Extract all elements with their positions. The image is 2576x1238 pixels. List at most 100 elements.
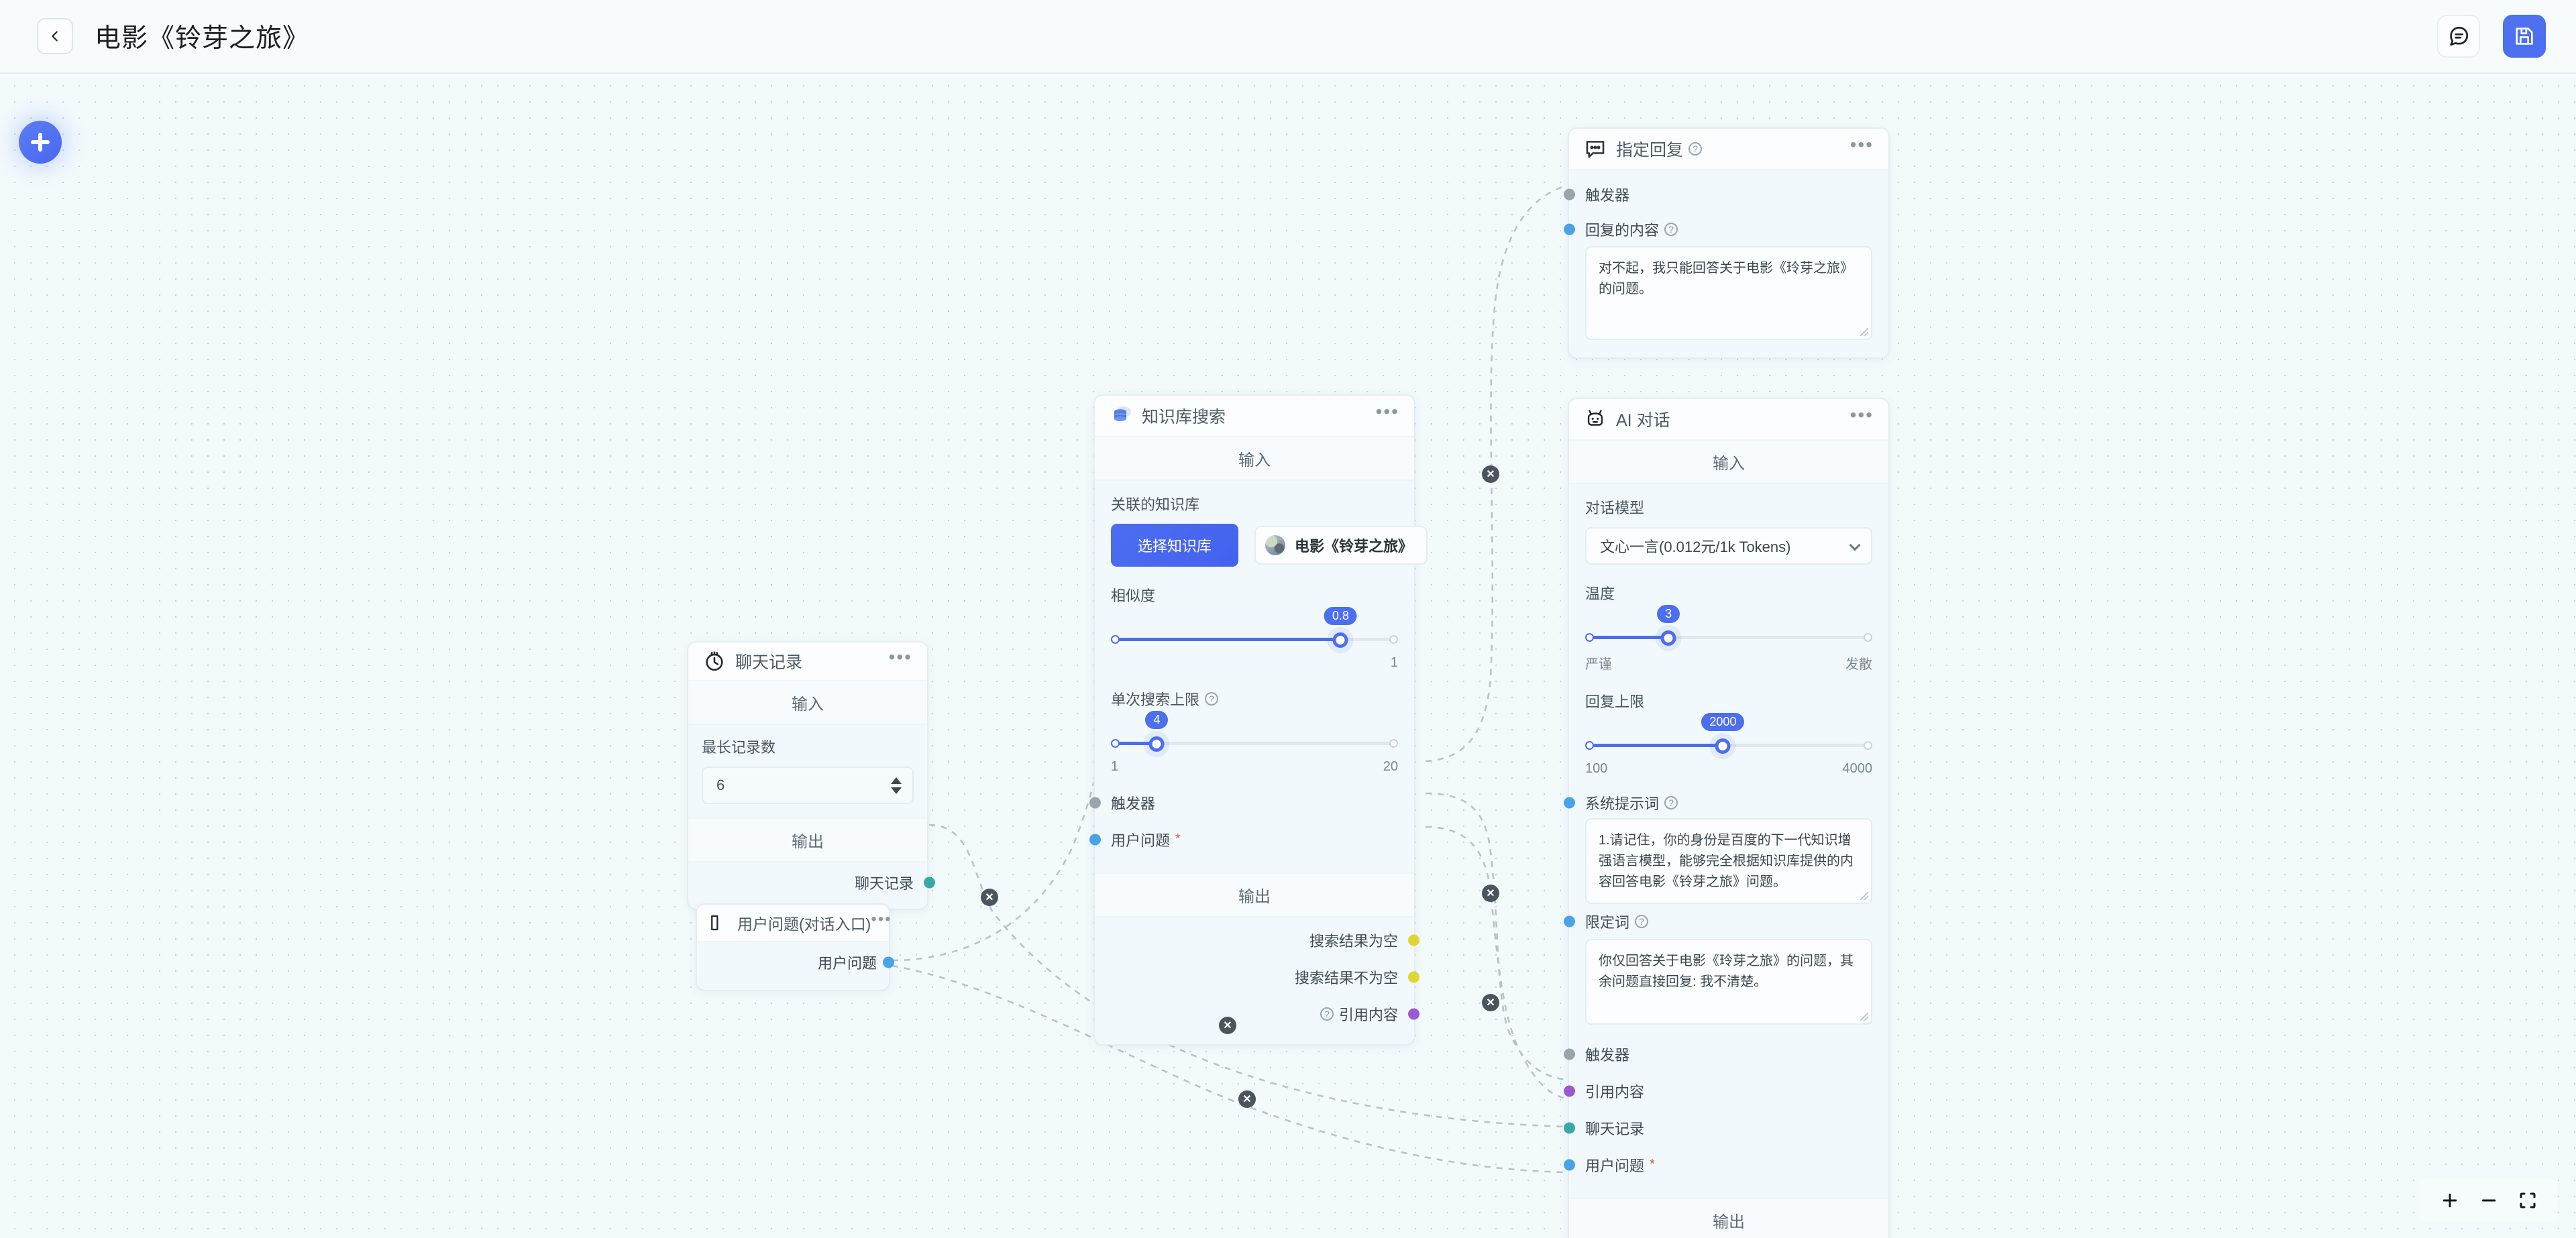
port-dot-chat-history[interactable] [1564, 1122, 1575, 1133]
workflow-canvas[interactable]: ✕ ✕ ✕ ✕ ✕ ✕ 指定回复 ? ••• 触发器 回复的内容 [0, 74, 2576, 1238]
stepper-up-icon[interactable] [891, 777, 902, 784]
node-title: AI 对话 [1616, 411, 1670, 430]
port-trigger[interactable]: 触发器 [1564, 176, 1872, 213]
node-title: 指定回复 [1616, 141, 1684, 160]
port-quote-content[interactable]: ? 引用内容 [1111, 995, 1419, 1032]
edge-layer [892, 184, 1567, 1174]
port-label: 聊天记录 [1585, 1120, 1645, 1137]
port-user-question[interactable]: 用户问题 * [1089, 821, 1398, 858]
system-prompt-help-icon[interactable]: ? [1664, 796, 1678, 809]
temperature-knob[interactable] [1660, 630, 1676, 646]
system-prompt-textarea[interactable]: 1.请记住，你的身份是百度的下一代知识增强语言模型，能够完全根据知识库提供的内容… [1585, 818, 1872, 904]
port-chat-history[interactable]: 聊天记录 [1564, 1109, 1872, 1146]
port-dot-user-question-out[interactable] [883, 956, 894, 968]
node-chat-history[interactable]: 聊天记录 ••• 输入 最长记录数 6 输出 聊天记录 [687, 641, 935, 910]
max-records-stepper[interactable]: 6 [702, 767, 914, 804]
fit-to-screen-button[interactable] [2513, 1186, 2542, 1215]
port-dot-result-empty[interactable] [1408, 934, 1419, 946]
port-dot-trigger[interactable] [1564, 188, 1575, 200]
maxtokens-value-bubble: 2000 [1701, 713, 1745, 731]
port-label: 用户问题 [1585, 1157, 1645, 1174]
port-chat-history-out[interactable]: 聊天记录 [702, 864, 935, 901]
edge-delete-kb-notempty-to-ai-trigger[interactable]: ✕ [1482, 885, 1499, 902]
node-menu-button[interactable]: ••• [871, 910, 892, 928]
node-menu-button[interactable]: ••• [1375, 401, 1399, 422]
port-limit-word[interactable]: 限定词 ? [1564, 904, 1872, 939]
knowledge-base-chip[interactable]: 电影《铃芽之旅》 [1254, 526, 1428, 565]
port-dot-trigger[interactable] [1564, 1048, 1575, 1060]
port-dot-limit-word[interactable] [1564, 915, 1575, 927]
port-dot-quote-content[interactable] [1564, 1085, 1575, 1096]
port-dot-reply-content[interactable] [1564, 223, 1575, 235]
edge-delete-user-question-to-kb[interactable]: ✕ [1219, 1017, 1236, 1034]
edge-delete-kb-quote-to-ai-quote[interactable]: ✕ [1482, 994, 1499, 1011]
edge-delete-user-question-to-ai[interactable]: ✕ [1238, 1090, 1256, 1108]
node-menu-button[interactable]: ••• [1849, 404, 1874, 425]
select-knowledge-base-button[interactable]: 选择知识库 [1111, 524, 1239, 567]
port-dot-trigger[interactable] [1089, 797, 1101, 808]
title-help-icon[interactable]: ? [1688, 142, 1703, 156]
edge-delete-kb-empty-to-specified-reply[interactable]: ✕ [1482, 465, 1499, 483]
similarity-knob[interactable] [1332, 632, 1348, 648]
node-menu-button[interactable]: ••• [1849, 134, 1874, 155]
limit-knob[interactable] [1148, 736, 1165, 752]
model-select[interactable]: 文心一言(0.012元/1k Tokens) [1585, 527, 1872, 565]
reply-content-help-icon[interactable]: ? [1664, 223, 1678, 236]
node-header: AI 对话 ••• [1569, 399, 1888, 441]
required-mark: * [1650, 1157, 1655, 1172]
port-trigger[interactable]: 触发器 [1564, 1035, 1872, 1072]
port-user-question[interactable]: 用户问题 * [1564, 1146, 1872, 1183]
port-trigger[interactable]: 触发器 [1089, 784, 1398, 821]
reply-content-textarea[interactable]: 对不起，我只能回答关于电影《玲芽之旅》的问题。 [1585, 246, 1872, 340]
node-menu-button[interactable]: ••• [888, 646, 912, 667]
node-knowledge-search[interactable]: 知识库搜索 ••• 输入 关联的知识库 选择知识库 电影《铃芽之旅》 相似度 0… [1089, 394, 1428, 1046]
temperature-slider[interactable]: 3 [1585, 605, 1872, 649]
limit-label: 单次搜索上限 ? [1111, 688, 1398, 710]
stepper-down-icon[interactable] [891, 787, 902, 794]
slider-fill [1111, 742, 1157, 745]
node-user-question[interactable]: 用户问题(对话入口) ••• 用户问题 [696, 903, 894, 991]
quote-help-icon[interactable]: ? [1320, 1007, 1334, 1021]
node-ai-dialog[interactable]: AI 对话 ••• 输入 对话模型 文心一言(0.012元/1k Tokens)… [1564, 398, 1890, 1238]
database-icon [1114, 406, 1131, 421]
zoom-out-button[interactable] [2474, 1186, 2504, 1215]
port-user-question-out[interactable]: 用户问题 [709, 944, 894, 980]
edge-kb-empty-to-specified-reply [1425, 184, 1567, 763]
port-label: 触发器 [1111, 795, 1156, 812]
port-dot-chat-history-out[interactable] [924, 877, 935, 888]
max-records-value: 6 [716, 777, 725, 793]
port-dot-user-question[interactable] [1089, 834, 1101, 845]
port-result-not-empty[interactable]: 搜索结果不为空 [1111, 958, 1419, 995]
maxtokens-knob[interactable] [1715, 738, 1731, 754]
kb-field-label: 关联的知识库 [1111, 496, 1200, 513]
add-node-button[interactable] [19, 121, 62, 164]
zoom-in-button[interactable] [2435, 1186, 2465, 1215]
node-specified-reply[interactable]: 指定回复 ? ••• 触发器 回复的内容 ? 对不起，我只能回答关于电影《玲芽之… [1564, 127, 1890, 359]
search-limit-slider[interactable]: 4 [1111, 711, 1398, 755]
maxtokens-max-label: 4000 [1842, 761, 1873, 776]
port-result-empty[interactable]: 搜索结果为空 [1111, 921, 1419, 958]
plus-icon [2443, 1193, 2457, 1208]
port-label: 引用内容 [1338, 1006, 1398, 1023]
edge-delete-chat-history-to-ai[interactable]: ✕ [981, 889, 998, 906]
port-dot-result-not-empty[interactable] [1408, 971, 1419, 982]
port-dot-user-question[interactable] [1564, 1159, 1575, 1170]
limit-help-icon[interactable]: ? [1205, 692, 1219, 706]
limit-word-help-icon[interactable]: ? [1635, 915, 1649, 928]
slider-max-dot [1864, 741, 1872, 750]
top-bar: 电影《铃芽之旅》 [0, 0, 2576, 74]
output-section-label: 输出 [1569, 1198, 1888, 1238]
port-quote-content[interactable]: 引用内容 [1564, 1072, 1872, 1109]
maxtokens-slider[interactable]: 2000 [1585, 713, 1872, 757]
back-button[interactable] [37, 18, 73, 54]
similarity-slider[interactable]: 0.8 [1111, 607, 1398, 651]
port-system-prompt[interactable]: 系统提示词 ? [1564, 787, 1872, 818]
edge-kb-quote-to-ai-quote [1425, 826, 1567, 1100]
port-dot-system-prompt[interactable] [1564, 797, 1575, 809]
port-reply-content[interactable]: 回复的内容 ? [1564, 213, 1872, 246]
stepper-arrows[interactable] [891, 768, 902, 803]
save-button[interactable] [2503, 15, 2546, 58]
limit-word-textarea[interactable]: 你仅回答关于电影《玲芽之旅》的问题，其余问题直接回复: 我不清楚。 [1585, 939, 1872, 1025]
chat-button[interactable] [2437, 15, 2480, 58]
port-dot-quote-content[interactable] [1408, 1008, 1419, 1019]
